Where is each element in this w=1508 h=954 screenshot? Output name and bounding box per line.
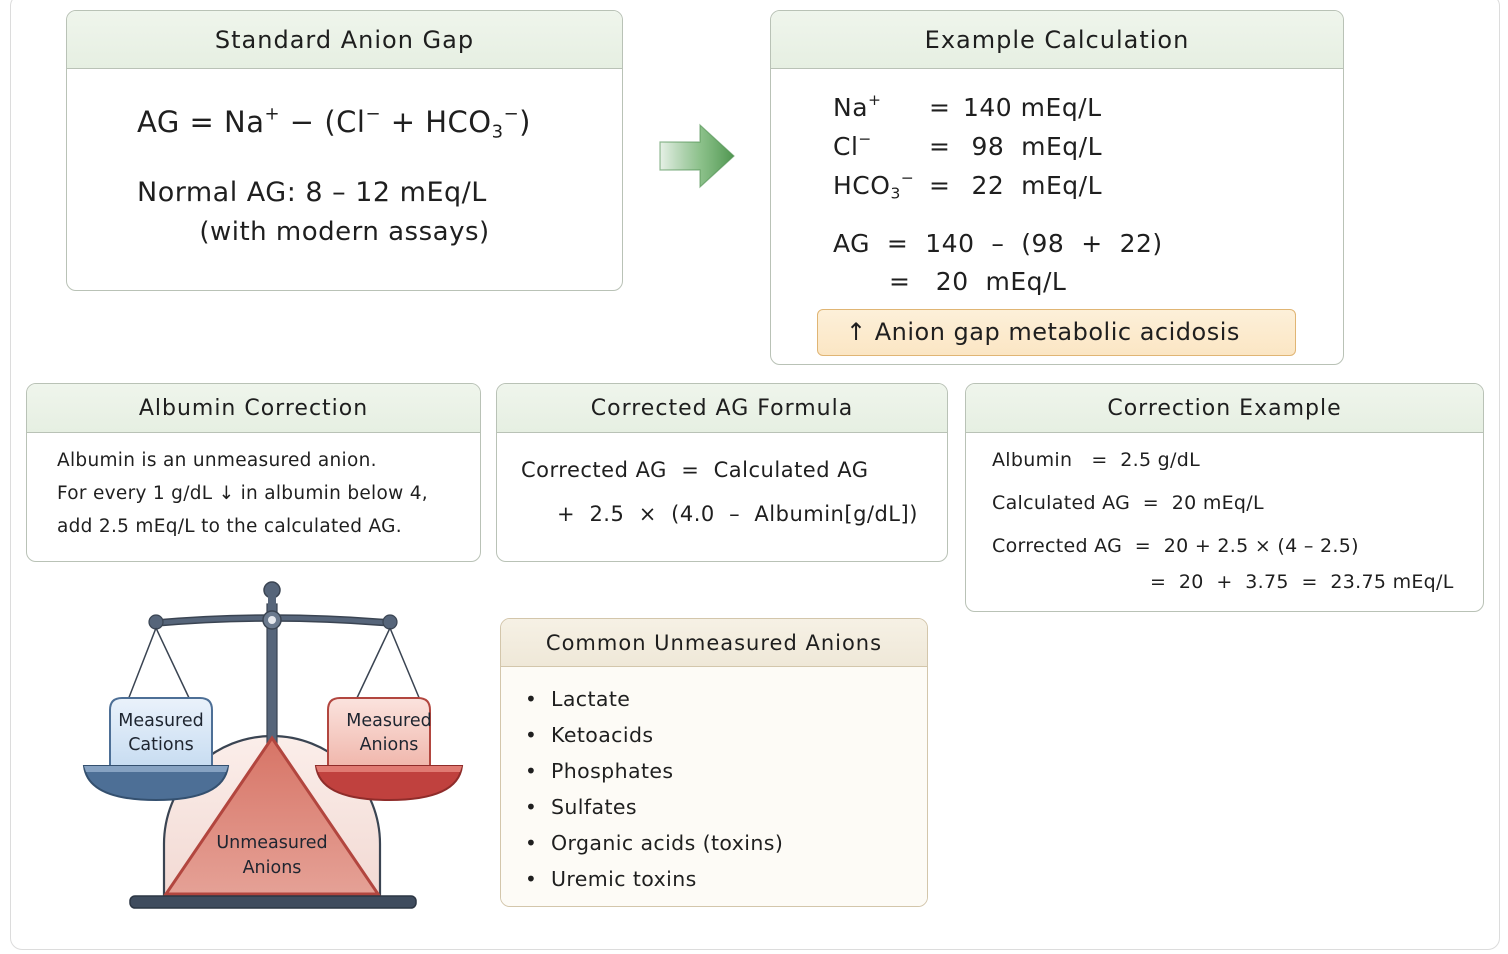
formula-close: ) xyxy=(519,105,531,139)
common-unmeasured-anions-title: Common Unmeasured Anions xyxy=(501,619,927,667)
balance-scale-illustration: Measured Cations Measured Anions Unmeasu… xyxy=(82,581,464,909)
list-item: Lactate xyxy=(525,681,783,717)
hco3-charge: − xyxy=(503,103,520,125)
chloride-row: Cl− = 98 mEq/L xyxy=(771,130,1343,164)
corrected-ag-formula-card: Corrected AG Formula Corrected AG = Calc… xyxy=(496,383,948,562)
anions-label-line-1: Measured xyxy=(346,711,431,731)
correction-example-title: Correction Example xyxy=(966,384,1483,433)
bicarbonate-subscript: 3 xyxy=(890,184,901,203)
sodium-value: 140 mEq/L xyxy=(963,93,1102,122)
correction-example-card: Correction Example Albumin = 2.5 g/dL Ca… xyxy=(965,383,1484,612)
common-anions-body: Lactate Ketoacids Phosphates Sulfates Or… xyxy=(501,667,927,906)
corrected-ag-formula-title: Corrected AG Formula xyxy=(497,384,947,433)
list-item: Organic acids (toxins) xyxy=(525,825,783,861)
bicarbonate-row: HCO3− = 22 mEq/L xyxy=(771,169,1343,203)
example-ag-result: = 20 mEq/L xyxy=(889,267,1067,296)
acidosis-badge: ↑ Anion gap metabolic acidosis xyxy=(817,309,1296,356)
cations-label-line-1: Measured xyxy=(118,711,203,731)
modern-assays-note: (with modern assays) xyxy=(199,217,490,247)
unmeasured-label-line-2: Anions xyxy=(243,858,302,878)
cations-label-line-2: Cations xyxy=(128,735,194,755)
albumin-correction-title: Albumin Correction xyxy=(27,384,480,433)
corrected-ag-formula-line-1: Corrected AG = Calculated AG xyxy=(521,458,869,482)
scale-top-knob xyxy=(263,581,281,599)
sodium-row: Na+ = 140 mEq/L xyxy=(771,91,1343,125)
hco3-subscript: 3 xyxy=(491,121,504,143)
list-item: Phosphates xyxy=(525,753,783,789)
list-item: Uremic toxins xyxy=(525,861,783,897)
right-pan xyxy=(314,765,464,802)
cations-block xyxy=(109,697,213,769)
unmeasured-label-line-1: Unmeasured xyxy=(216,833,327,853)
chloride-equals: = xyxy=(929,132,951,161)
scale-base xyxy=(129,895,417,909)
list-item: Sulfates xyxy=(525,789,783,825)
cl-charge: − xyxy=(365,103,381,125)
corrected-ag-formula-line-2: + 2.5 × (4.0 – Albumin[g/dL]) xyxy=(557,502,918,526)
albumin-line-3: add 2.5 mEq/L to the calculated AG. xyxy=(57,516,402,537)
correction-calculated-line: Calculated AG = 20 mEq/L xyxy=(992,492,1264,514)
bicarbonate-label: HCO xyxy=(833,171,891,200)
chloride-label: Cl xyxy=(833,132,859,161)
list-item: Ketoacids xyxy=(525,717,783,753)
bicarbonate-value: 22 mEq/L xyxy=(963,171,1103,200)
correction-result-line: = 20 + 3.75 = 23.75 mEq/L xyxy=(1150,571,1454,593)
bicarbonate-charge: − xyxy=(900,169,915,188)
chloride-charge: − xyxy=(858,130,872,149)
sodium-equals: = xyxy=(929,93,951,122)
anions-label-line-2: Anions xyxy=(360,735,419,755)
albumin-line-1: Albumin is an unmeasured anion. xyxy=(57,450,377,471)
na-charge: + xyxy=(264,103,281,125)
standard-anion-gap-card: Standard Anion Gap AG = Na+ − (Cl− + HCO… xyxy=(66,10,623,291)
standard-anion-gap-title: Standard Anion Gap xyxy=(67,11,622,69)
sodium-charge: + xyxy=(868,91,882,110)
right-beam-end xyxy=(382,614,398,630)
left-beam-end xyxy=(148,614,164,630)
correction-formula-line: Corrected AG = 20 + 2.5 × (4 – 2.5) xyxy=(992,535,1359,557)
right-arrow-icon xyxy=(659,123,735,189)
anion-gap-formula: AG = Na+ − (Cl− + HCO3−) xyxy=(137,103,531,143)
formula-bicarbonate: + HCO xyxy=(381,105,492,139)
common-unmeasured-anions-card: Common Unmeasured Anions Lactate Ketoaci… xyxy=(500,618,928,907)
example-calculation-title: Example Calculation xyxy=(771,11,1343,69)
sodium-label: Na xyxy=(833,93,869,122)
bicarbonate-equals: = xyxy=(929,171,951,200)
anions-block xyxy=(327,697,431,769)
unmeasured-anions-triangle xyxy=(163,735,381,896)
formula-chloride: − (Cl xyxy=(280,105,366,139)
chloride-value: 98 mEq/L xyxy=(963,132,1103,161)
anion-list: Lactate Ketoacids Phosphates Sulfates Or… xyxy=(525,681,783,897)
example-ag-expression: AG = 140 – (98 + 22) xyxy=(833,229,1163,258)
normal-ag-range: Normal AG: 8 – 12 mEq/L xyxy=(137,177,487,208)
left-pan xyxy=(82,765,230,802)
albumin-line-2: For every 1 g/dL ↓ in albumin below 4, xyxy=(57,483,428,504)
albumin-correction-card: Albumin Correction Albumin is an unmeasu… xyxy=(26,383,481,562)
correction-albumin-line: Albumin = 2.5 g/dL xyxy=(992,449,1200,471)
example-calculation-card: Example Calculation Na+ = 140 mEq/L Cl− … xyxy=(770,10,1344,365)
formula-lhs: AG = Na xyxy=(137,105,265,139)
